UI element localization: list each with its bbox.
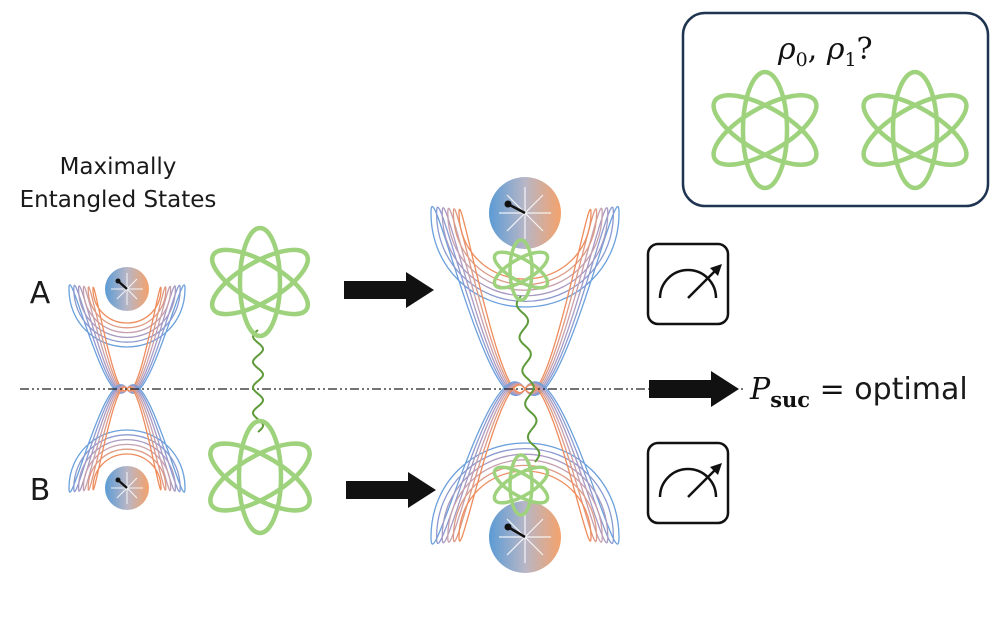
success-probability: Psuc = optimal: [749, 372, 968, 412]
atom-orbit: [508, 453, 534, 517]
atom-orbit: [209, 247, 311, 317]
left-contours-a: [68, 284, 186, 394]
meter-gauge-icon: [646, 441, 730, 525]
contour-line: [77, 385, 177, 492]
atom-orbit: [236, 418, 284, 536]
contour-line: [435, 206, 615, 396]
sphere-middle-top: [489, 177, 561, 249]
party-label-b: B: [30, 473, 51, 508]
sphere-a: [105, 267, 149, 311]
sphere-b: [105, 466, 149, 510]
atom-icon: [492, 238, 550, 302]
atom-orbit: [861, 93, 969, 167]
atom-icon: [711, 69, 819, 191]
entanglement-link-left: [251, 329, 265, 433]
atom-icon: [492, 453, 550, 517]
contour-line: [82, 285, 172, 393]
atom-orbit: [237, 225, 283, 339]
contour-line: [87, 386, 167, 491]
atom-orbit: [508, 238, 534, 302]
contour-line: [87, 286, 167, 392]
atom-orbit: [208, 441, 312, 513]
block-arrow-right-icon: [649, 371, 739, 407]
atom-orbit: [492, 250, 550, 290]
contour-line: [77, 285, 177, 393]
atom-icon: [208, 418, 312, 536]
contour-line: [73, 284, 181, 394]
atom-orbit: [209, 247, 311, 317]
contour-line: [430, 381, 620, 545]
contour-line: [73, 384, 181, 493]
atom-orbit: [492, 465, 550, 505]
atom-orbit: [861, 93, 969, 167]
atom-orbit: [492, 465, 550, 505]
meter-gauge-icon: [646, 242, 730, 326]
contour-line: [447, 208, 603, 394]
contour-line: [92, 386, 162, 491]
contour-line: [452, 384, 598, 542]
title-line-2: Entangled States: [20, 187, 217, 213]
contour-line: [447, 383, 603, 543]
atom-icon: [861, 69, 969, 191]
atom-orbit: [711, 93, 819, 167]
atom-orbit: [740, 69, 790, 191]
left-contours-b: [68, 384, 186, 493]
atom-orbit: [711, 93, 819, 167]
title-line-1: Maximally: [60, 154, 177, 180]
party-label-a: A: [30, 276, 51, 311]
atom-orbit: [208, 441, 312, 513]
entanglement-link-middle: [515, 295, 541, 463]
contour-line: [435, 382, 615, 544]
block-arrow-right-icon: [346, 472, 436, 508]
question-formula: ρ0, ρ1?: [777, 32, 873, 71]
atom-orbit: [492, 250, 550, 290]
contour-line: [430, 206, 620, 396]
contour-line: [82, 385, 172, 492]
atom-orbit: [890, 69, 940, 191]
contour-line: [441, 382, 609, 544]
sphere-middle-bottom: [489, 501, 561, 573]
atom-icon: [209, 225, 311, 339]
block-arrow-right-icon: [344, 272, 434, 308]
contour-line: [92, 286, 162, 392]
